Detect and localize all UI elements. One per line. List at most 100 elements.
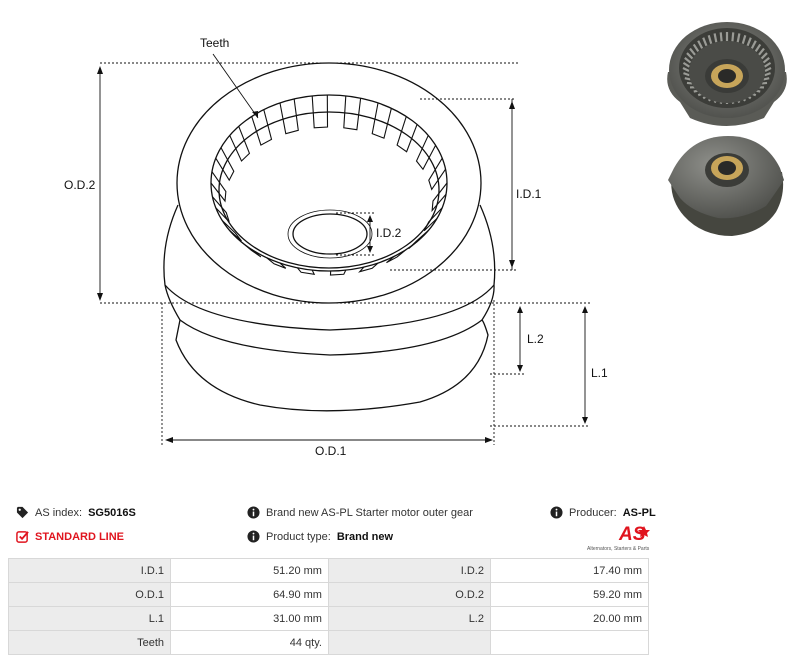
as-index-label: AS index: [35, 506, 83, 519]
body-outline [163, 204, 496, 412]
photo-gear-tooth [719, 32, 723, 42]
photo-gear-tooth [764, 67, 772, 72]
label-l1: L.1 [591, 366, 608, 380]
photo-gear-tooth [702, 37, 708, 47]
product-type-value: Brand new [336, 530, 394, 543]
spec-value: 31.00 mm [170, 606, 329, 631]
gear-tooth [371, 102, 392, 139]
spec-label: L.2 [327, 606, 491, 631]
photo-gear-tooth [736, 33, 741, 43]
spec-label: L.1 [8, 606, 171, 631]
photo-gear-tooth [713, 33, 718, 43]
spec-value: 17.40 mm [489, 558, 650, 583]
photo-gear-tooth [689, 47, 696, 56]
photo-gear-tooth [750, 40, 757, 49]
standard-line: STANDARD LINE [16, 530, 124, 543]
technical-drawing: Teeth O.D.2 I.D.1 I.D.2 L.2 L.1 O.D.1 [64, 36, 608, 458]
info-icon [550, 506, 563, 519]
product-type-label: Product type: [266, 530, 331, 543]
table-row: I.D.1 51.20 mm I.D.2 17.40 mm [8, 558, 650, 583]
producer-value: AS-PL [622, 506, 656, 519]
spec-label [327, 630, 491, 655]
photo-gear-tooth [762, 57, 770, 64]
gear-tooth [408, 230, 429, 250]
photo-gear-tooth [682, 61, 690, 68]
info-icon [247, 530, 260, 543]
product-photo-top [667, 22, 787, 126]
as-index-value: SG5016S [88, 506, 136, 519]
info-icon [247, 506, 260, 519]
table-row: L.1 31.00 mm L.2 20.00 mm [8, 606, 650, 631]
spec-label: O.D.1 [8, 582, 171, 607]
photo-gear-tooth [684, 57, 692, 64]
photo-gear-tooth [682, 67, 690, 72]
gear-tooth [212, 196, 230, 223]
table-row: Teeth 44 qty. [8, 630, 650, 655]
photo-gear-tooth [746, 37, 752, 47]
gear-tooth [279, 98, 299, 135]
spec-value: 51.20 mm [170, 558, 329, 583]
gear-tooth [386, 249, 407, 264]
product-photo-bottom [668, 136, 784, 236]
gear-tooth [229, 126, 251, 162]
gear-tooth [423, 207, 443, 232]
photo-gear-tooth [684, 77, 691, 81]
body-lower-curve [164, 284, 495, 331]
as-pl-logo: AS Alternators, Starters & Parts [587, 524, 650, 552]
inner-ring-base [218, 111, 440, 269]
gear-tooth [266, 257, 287, 269]
logo-tagline: Alternators, Starters & Parts [587, 546, 650, 552]
gear-tooth [396, 116, 418, 153]
photo-gear-tooth [761, 81, 768, 85]
outer-ring [176, 62, 482, 304]
check-square-icon [16, 531, 29, 543]
photo-gear-tooth [763, 77, 770, 81]
label-teeth: Teeth [200, 36, 229, 50]
gear-teeth [210, 95, 448, 276]
gear-tooth [296, 267, 316, 275]
specs-table: I.D.1 51.20 mm I.D.2 17.40 mm O.D.1 64.9… [8, 558, 650, 655]
description-line: Brand new AS-PL Starter motor outer gear [247, 506, 473, 519]
photo-gear-tooth [692, 43, 700, 52]
as-index-line: AS index: SG5016S [16, 506, 136, 519]
photo-gear-tooth [764, 72, 771, 77]
gear-tooth [221, 220, 242, 242]
gear-tooth [329, 269, 347, 276]
bore-edge [287, 209, 373, 259]
spec-value: 20.00 mm [489, 606, 650, 631]
label-id1: I.D.1 [516, 187, 542, 201]
spec-value: 44 qty. [170, 630, 329, 655]
producer-line: Producer: AS-PL [550, 506, 656, 519]
label-l2: L.2 [527, 332, 544, 346]
spec-label: Teeth [8, 630, 171, 655]
photo-gear-tooth [707, 34, 713, 45]
standard-line-label: STANDARD LINE [35, 530, 125, 543]
gear-tooth [240, 241, 262, 258]
label-id2: I.D.2 [376, 226, 402, 240]
table-row: O.D.1 64.90 mm O.D.2 59.20 mm [8, 582, 650, 607]
body-groove [179, 319, 483, 356]
gear-tooth [210, 171, 227, 203]
photo-gear-tooth [764, 61, 772, 68]
photo-gear-tooth [741, 34, 747, 45]
bore [292, 213, 368, 255]
inner-ring [210, 94, 448, 272]
label-od2: O.D.2 [64, 178, 96, 192]
photo-gear-tooth [686, 81, 693, 85]
photo-gear-tooth [760, 52, 768, 60]
tag-icon [16, 506, 29, 519]
photo-gear-tooth [758, 47, 765, 56]
label-od1: O.D.1 [315, 444, 347, 458]
product-type-line: Product type: Brand new [247, 530, 393, 543]
photo-gear-tooth [731, 32, 735, 42]
gear-tooth [358, 262, 379, 273]
photo-gear-tooth [686, 52, 694, 60]
gear-tooth [215, 147, 235, 182]
photo-gear-tooth [683, 72, 690, 77]
spec-value: 59.20 mm [489, 582, 650, 607]
spec-label: I.D.2 [327, 558, 491, 583]
photo-gear-tooth [697, 40, 704, 49]
spec-value: 64.90 mm [170, 582, 329, 607]
gear-tooth [415, 135, 437, 171]
spec-label: O.D.2 [327, 582, 491, 607]
